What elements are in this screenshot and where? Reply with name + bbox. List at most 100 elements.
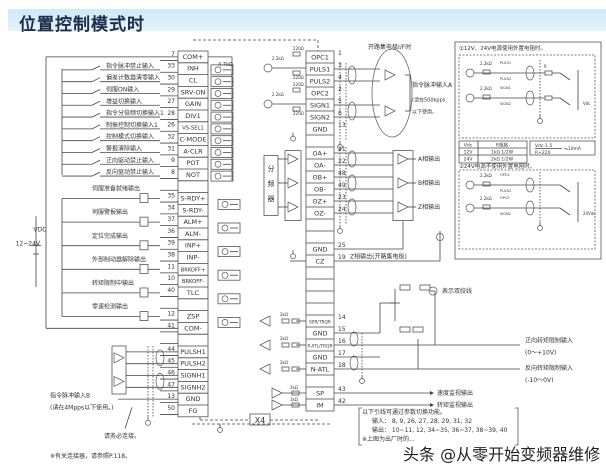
optocoupler-icon: [217, 293, 241, 305]
resistor-value: 1kΩ: [290, 397, 298, 402]
phase-output-label: Z相输出: [418, 203, 440, 211]
pin-signal-im: IM: [316, 402, 324, 410]
wire: [559, 184, 571, 193]
pin-signal-opc1: OPC1: [311, 54, 329, 62]
fwd-range-label: (0～+10V): [525, 350, 556, 357]
pin-label: PULS2: [500, 189, 511, 193]
wire: [91, 100, 101, 106]
ground-icon: [145, 419, 151, 426]
pulse-input-a-note: (请在500kpps: [412, 96, 446, 103]
resistor-value: 2.2kΩ: [480, 86, 492, 91]
pin-signal-ob+: OB+: [312, 174, 327, 182]
pin-number: 9: [171, 157, 175, 164]
pin-number: 36: [167, 228, 175, 235]
resistor-value: 2.2kΩ: [480, 61, 492, 66]
resistor-value: 2kΩ: [280, 312, 288, 317]
pin-signal-oz+: OZ+: [312, 198, 327, 206]
twisted-pair-icon: [525, 177, 535, 193]
pin-number: 19: [338, 254, 346, 261]
led-icon: [221, 201, 229, 208]
pin-number: 49: [338, 182, 346, 189]
wire: [91, 136, 101, 142]
resistor-icon: [292, 70, 301, 76]
input-label: 控制模式切换输入: [106, 133, 154, 141]
resistor-icon: [412, 326, 424, 333]
led-icon: [214, 172, 222, 180]
ground-icon: [359, 378, 365, 384]
resistor-value: 220Ω: [293, 46, 304, 51]
led-icon: [221, 271, 229, 279]
pin-signal-signh1: SIGNH1: [181, 372, 206, 380]
x4-label: X4: [255, 416, 266, 425]
pin-number: 8: [171, 169, 175, 176]
pin-signal-gnd: GND: [313, 354, 328, 362]
input-label: 正向驱动禁止输入: [106, 156, 154, 164]
resistor-value: 2.2kΩ: [480, 196, 492, 201]
pin-signal-sp: SP: [316, 390, 324, 398]
pin-signal-n-atl: N-ATL: [311, 366, 330, 374]
pin-number: 27: [167, 98, 175, 105]
photodiode-icon: [263, 99, 273, 109]
resistor-icon: [399, 326, 411, 333]
pulse-input-b-note: (请在4Mpps以下使用。): [50, 403, 113, 411]
twisted-pair-icon: [525, 65, 535, 81]
output-label: 零速检测输出: [92, 303, 128, 311]
case2-frame: [458, 169, 596, 250]
pin-signal-not: NOT: [186, 171, 200, 179]
table-header: R规格: [496, 142, 509, 149]
pin-number: 50: [167, 405, 175, 412]
vdc-label: VDC: [34, 227, 47, 234]
resistor-r-label: R: [544, 64, 547, 69]
pin-number: 6: [338, 110, 342, 117]
pin-number: 42: [338, 398, 346, 405]
resistor-icon: [419, 284, 431, 291]
page-title: 位置控制模式时: [19, 15, 145, 35]
pin-signal-brkoff+: BRKOFF+: [181, 267, 206, 273]
twisted-pair-icon: [525, 90, 535, 106]
resistor-icon: [281, 342, 290, 348]
pin-number: 17: [338, 350, 346, 357]
twisted-pair-legend: 表示双绞线: [442, 287, 472, 295]
spec-table: [458, 140, 528, 164]
pin-number: 1: [338, 50, 342, 57]
pin-signal-cz: CZ: [316, 258, 326, 266]
resistor-icon: [292, 51, 301, 57]
led-icon: [214, 113, 222, 121]
pin-number: 2: [338, 86, 342, 93]
led-icon: [214, 66, 222, 74]
pin-number: 12: [167, 311, 175, 318]
pin-number: 13: [338, 122, 346, 129]
pin-number: 48: [338, 170, 346, 177]
pin-signal-srv-on: SRV-ON: [181, 88, 206, 96]
input-label: 伺服ON输入: [106, 85, 139, 93]
input-label: 指令脉冲禁止输入: [106, 62, 154, 70]
pulse-input-a-note: 以下使用。: [412, 108, 437, 115]
divider-box: [263, 154, 279, 216]
table-header: Vdc: [464, 143, 473, 149]
table-cell: 1kΩ 1/2W: [491, 150, 514, 156]
twisted-pair-icon: [347, 150, 357, 168]
pin-number: 44: [167, 346, 175, 353]
phase-output-label: B相输出: [418, 179, 440, 187]
resistor-value: 2kΩ: [280, 336, 288, 341]
resistor-icon: [482, 69, 491, 75]
wire: [91, 89, 101, 94]
wire: [91, 159, 101, 165]
resistor-value: 1kΩ: [290, 385, 298, 390]
pin-number: 21: [338, 146, 346, 153]
relay-icon: [139, 311, 149, 322]
pin-number: 46: [167, 370, 175, 377]
pin-signal-puls1: PULS1: [310, 66, 331, 74]
pin-number: 35: [167, 193, 175, 200]
pin-signal-fg: FG: [189, 407, 198, 415]
must-connect-note: 请务必连接。: [104, 432, 140, 440]
optocoupler-icon: [217, 222, 241, 234]
resistor-icon: [399, 284, 411, 291]
relay-icon: [139, 216, 149, 227]
input-label: 偏差计数器清零输入: [106, 74, 160, 82]
output-label: 定位完成输出: [92, 232, 128, 240]
connector-note: ※有关连接器，请参照P.118。: [50, 452, 131, 460]
pin-number: 40: [167, 287, 175, 294]
optocoupler-icon: [217, 269, 241, 281]
led-icon: [214, 90, 222, 97]
